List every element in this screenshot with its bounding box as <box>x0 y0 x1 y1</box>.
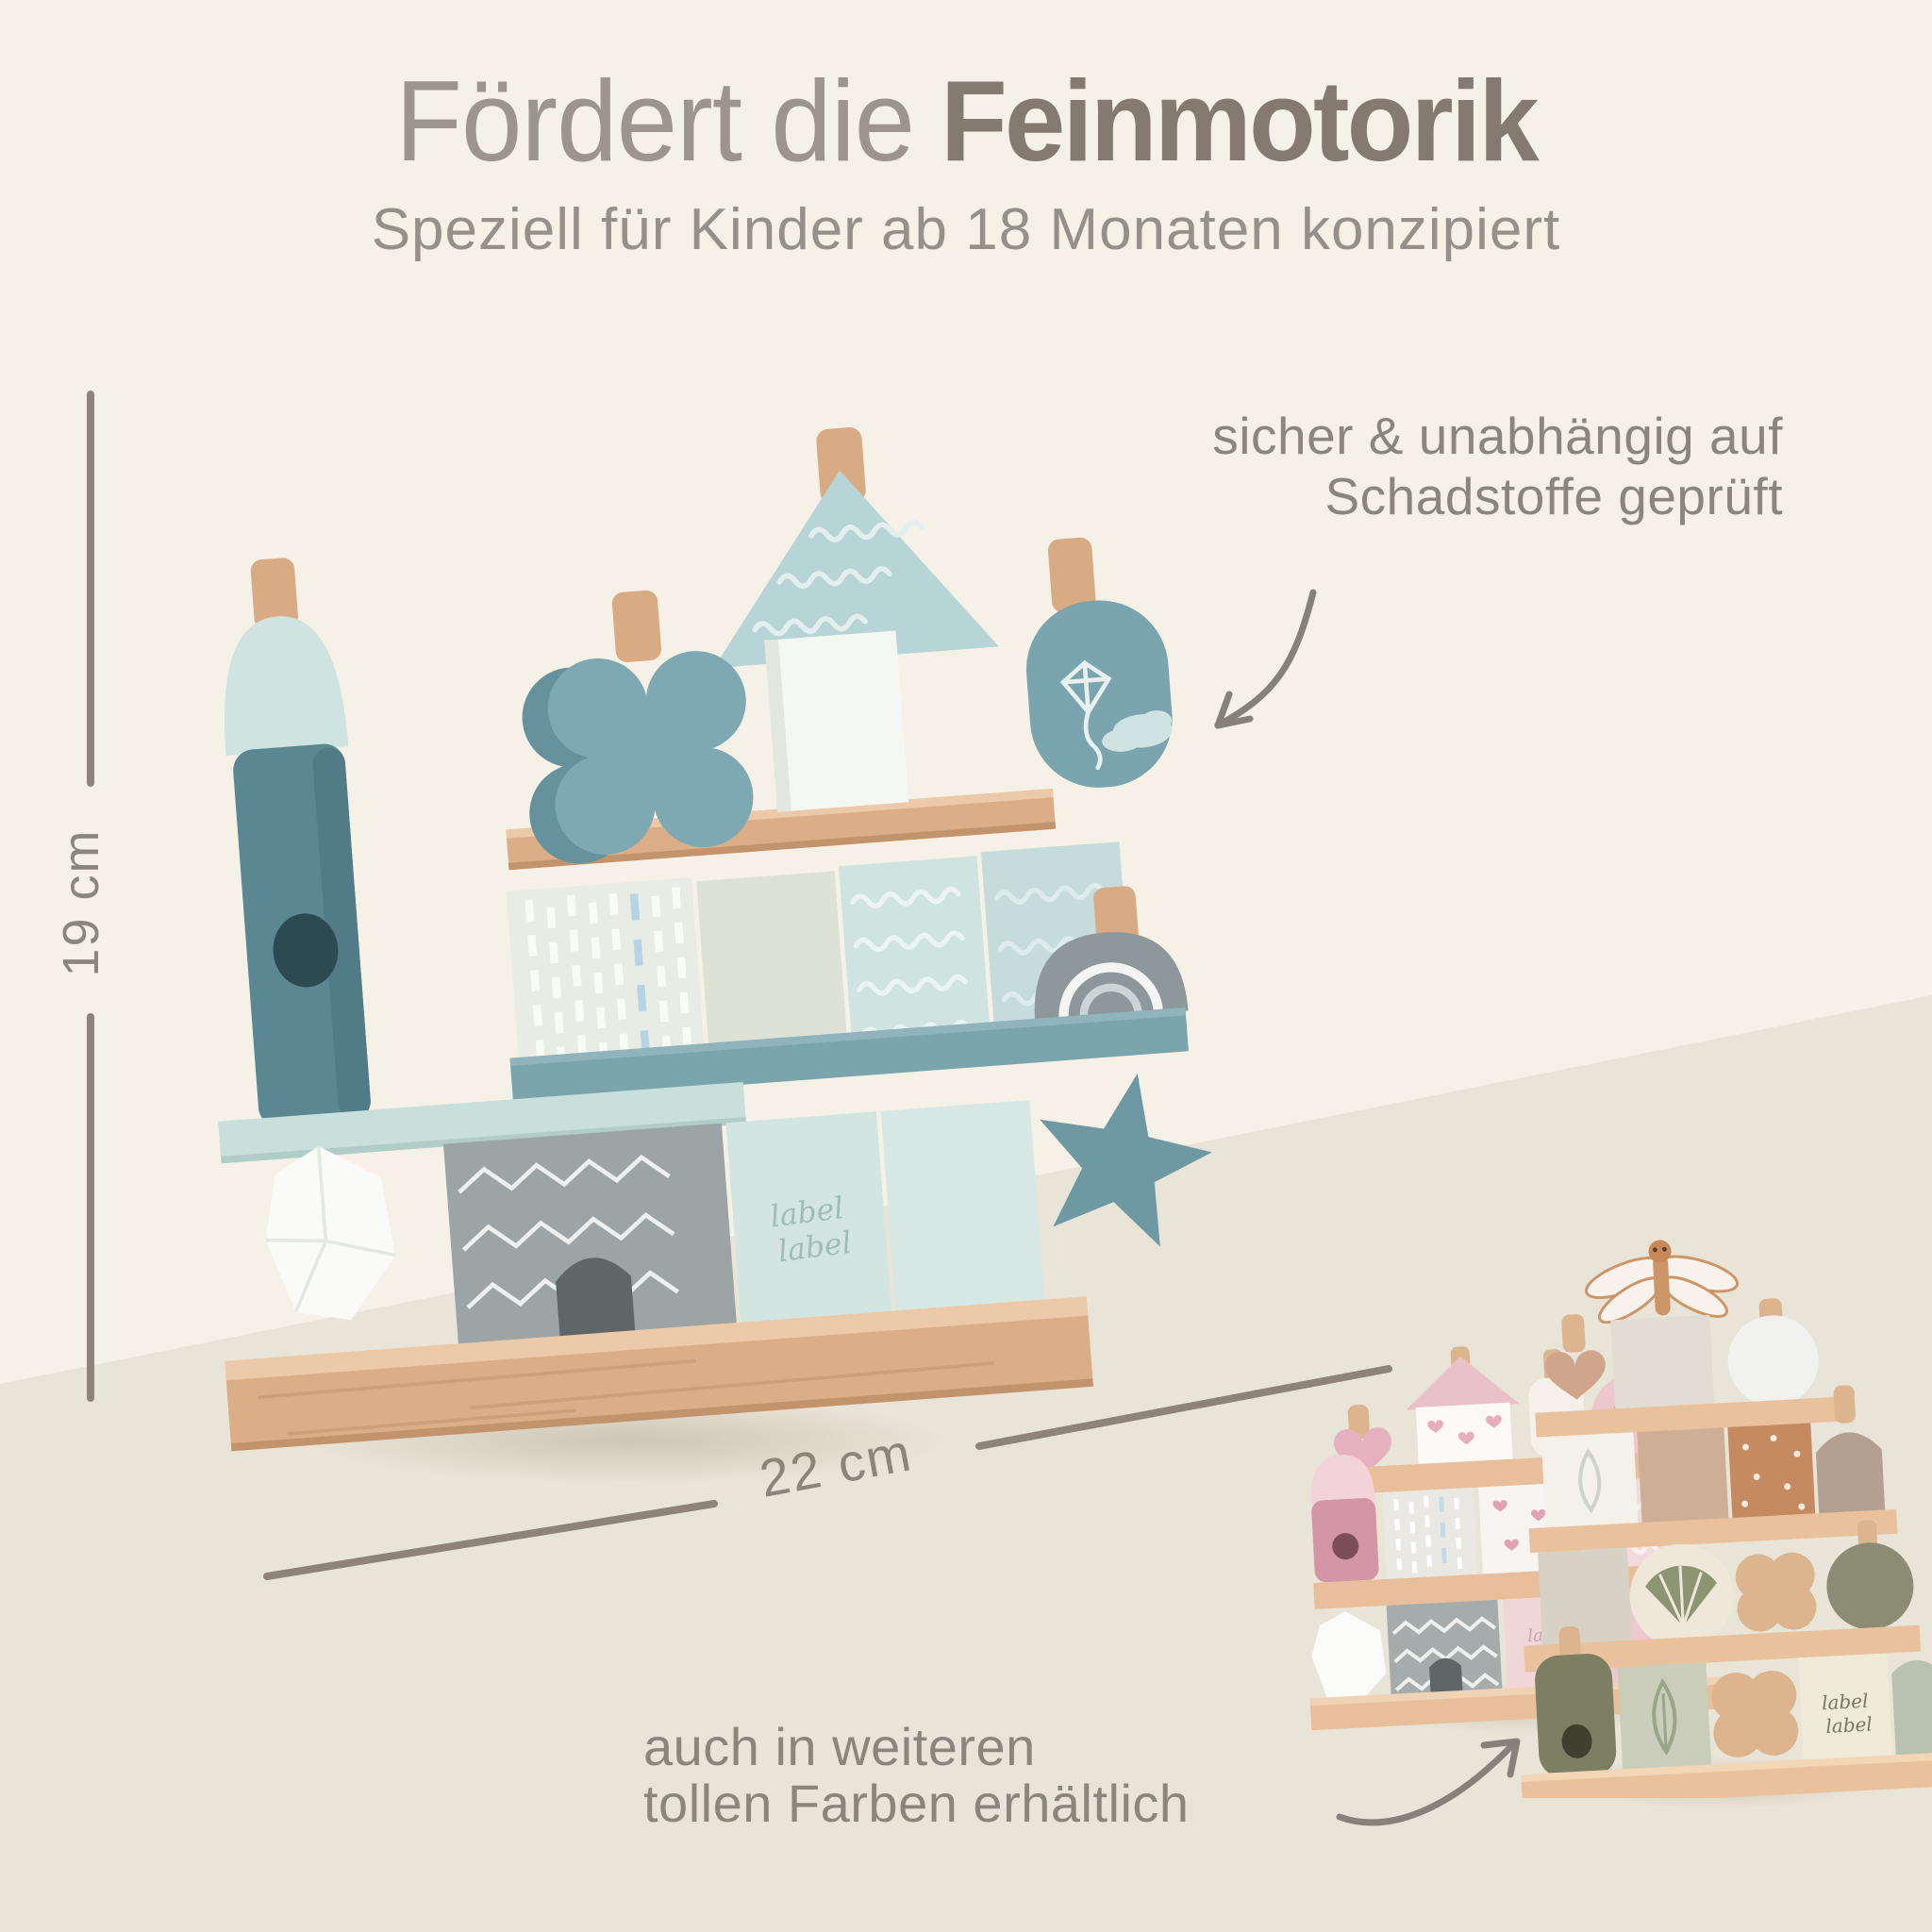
tower-block <box>224 616 371 1128</box>
chevron-block-pink <box>1386 1599 1503 1698</box>
olive-disc-block <box>1826 1542 1914 1630</box>
rust-dotted-cube <box>1727 1423 1816 1522</box>
wood-peg <box>816 427 866 505</box>
page-title-regular: Fördert die <box>395 57 915 185</box>
leaf-cube-sage <box>1617 1662 1712 1774</box>
leaf-cube-white <box>1541 1432 1639 1532</box>
mint-shelf <box>218 1081 747 1164</box>
star-block <box>1040 1073 1212 1247</box>
dragonfly-icon <box>1584 1240 1739 1324</box>
gem-block <box>265 1146 396 1321</box>
white-disc-block <box>1727 1315 1819 1407</box>
brand-cube-green: label label <box>1798 1653 1892 1764</box>
variants-note: auch in weiteren tollen Farben erhältlic… <box>643 1719 1190 1832</box>
svg-text:label: label <box>1825 1712 1874 1738</box>
roof-block <box>713 470 999 669</box>
white-cube <box>764 630 909 812</box>
wood-peg <box>250 558 298 630</box>
page-subtitle: Speziell für Kinder ab 18 Monaten konzip… <box>371 197 1561 262</box>
tan-heart-block <box>1543 1349 1607 1402</box>
wood-peg <box>611 590 661 662</box>
clover-block <box>522 651 754 864</box>
pale-cube <box>696 871 850 1085</box>
wood-peg <box>1047 537 1096 613</box>
safety-note-line2: Schadstoffe geprüft <box>1324 467 1783 525</box>
beige-cube-2 <box>1538 1547 1633 1649</box>
beige-cube <box>1610 1314 1715 1413</box>
product-photo-main: label label <box>218 427 1212 1452</box>
cloud-icon <box>1102 710 1173 752</box>
olive-bottle-block <box>1535 1625 1617 1778</box>
shell-disc-block <box>1629 1543 1734 1648</box>
variants-note-line1: auch in weiteren <box>643 1717 1036 1776</box>
chevron-arch-block <box>442 1123 739 1359</box>
safety-note-line1: sicher & unabhängig auf <box>1212 407 1783 465</box>
tan-cube <box>1637 1427 1729 1526</box>
rainbow-block <box>1034 932 1189 1024</box>
taupe-arch-block <box>1815 1432 1886 1518</box>
svg-text:label: label <box>1821 1690 1869 1715</box>
rainbow-icon <box>1058 962 1163 1024</box>
brand-cube: label label <box>725 1111 893 1339</box>
mint-cube <box>880 1100 1046 1327</box>
dashed-cube-pink <box>1382 1487 1477 1579</box>
pink-house-block <box>1406 1356 1520 1464</box>
gem-block-pink <box>1311 1611 1387 1704</box>
squiggle-cube <box>838 856 992 1073</box>
teal-shelf <box>509 1007 1189 1103</box>
product-photo-variant-green: label label <box>1521 1240 1932 1798</box>
wood-clover-block <box>1735 1552 1817 1632</box>
rose-tower-block <box>1310 1455 1379 1583</box>
wood-base-plank <box>225 1296 1093 1452</box>
kite-cylinder-block <box>1025 600 1173 788</box>
kite-icon <box>1059 659 1112 771</box>
wood-clover-block-2 <box>1711 1670 1799 1757</box>
sage-arch-block <box>1891 1659 1932 1759</box>
variants-note-line2: tollen Farben erhältlich <box>643 1774 1190 1833</box>
height-dimension-label: 19 cm <box>53 828 109 977</box>
safety-note: sicher & unabhängig auf Schadstoffe gepr… <box>1212 406 1783 526</box>
wood-base-green <box>1521 1752 1932 1798</box>
page-title-bold: Feinmotorik <box>940 57 1540 185</box>
